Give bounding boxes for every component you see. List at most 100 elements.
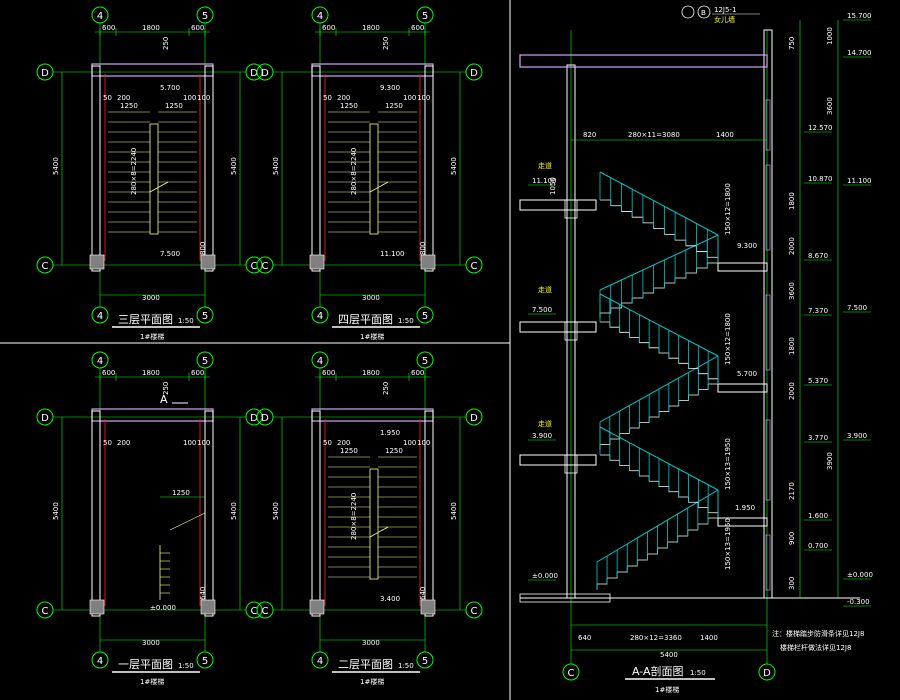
left-level-0: 11.100 [532,177,557,185]
axis-bubble-d-left: D [41,68,49,79]
flight-6-steps [600,199,719,263]
col-dim: 250 [162,37,170,50]
section-title: A-A剖面图 [632,664,684,678]
right-level-5: 8.670 [808,252,828,260]
right-level-4: 11.100 [847,177,872,185]
inner-dim-100a: 100 [403,439,416,447]
axis-bubble-5-top: 5 [202,356,208,367]
left-level-2: 3.900 [532,432,552,440]
column-left [89,599,105,615]
column-right [200,599,216,615]
ground-level: ±0.000 [150,604,176,612]
section-axis-d: D [763,668,771,679]
inner-dim-100b: 100 [417,439,430,447]
detail-ref: 12J5-1 [714,6,736,14]
side-dim-left: 5400 [272,502,280,520]
axis-bubble-4-top: 4 [97,11,103,22]
top-dim-mid: 1800 [362,369,380,377]
axis-bubble-4-bottom: 4 [97,656,103,667]
flight-dim-1: 150×12=1800 [724,313,732,365]
axis-bubble-5-bottom: 5 [202,656,208,667]
inner-dim-200: 200 [337,439,350,447]
top-dim-left: 600 [102,369,115,377]
window-3 [765,419,771,501]
side-dim-right: 5400 [230,502,238,520]
inner-dim-200: 200 [337,94,350,102]
landing-level-0: 9.300 [737,242,757,250]
inner-dim-200: 200 [117,94,130,102]
right-level-0: 15.700 [847,12,872,20]
landing-level: 9.300 [380,84,400,92]
top-dim-right: 600 [411,369,424,377]
inner-dim-50: 50 [323,439,332,447]
ground-slab [519,593,611,603]
inner-dim-200: 200 [117,439,130,447]
top-slab [311,63,434,77]
total-dim: 5400 [660,651,678,659]
axis-bubble-c-right: C [471,261,478,272]
left-wall [311,410,321,617]
right-level-14: -0.300 [847,598,870,606]
small-dim: 800 [199,242,207,255]
side-dim-right: 5400 [450,157,458,175]
top-dim-1: 280×11=3080 [628,131,680,139]
axis-bubble-c-left: C [262,606,269,617]
inner-dim-1250b: 1250 [165,102,183,110]
break-line [369,526,389,538]
note-1: 楼梯栏杆做法详见12J8 [780,643,851,652]
bottom-dim: 3000 [362,294,380,302]
right-dim-2: 3600 [826,97,834,115]
top-dim-left: 600 [102,24,115,32]
top-dim-2: 1400 [716,131,734,139]
flight-dim-3: 150×13=1950 [724,518,732,570]
plan-subtitle: 1#楼梯 [360,677,384,686]
stair-well [369,123,379,235]
side-dim-left: 5400 [272,157,280,175]
right-level-7: 7.500 [847,304,867,312]
landing-1950 [717,517,768,527]
inner-dim-1250b: 1250 [385,447,403,455]
side-dim-left: 5400 [52,157,60,175]
axis-bubble-4-bottom: 4 [317,311,323,322]
axis-bubble-c-right: C [251,606,258,617]
section-axis-c: C [568,668,575,679]
col-dim: 250 [162,382,170,395]
note-0: 注：楼梯踏步防滑条详见12J8 [772,629,864,638]
plan-title: 一层平面图 [118,658,173,671]
roof-slab [519,54,768,68]
bottom-dim: 3000 [362,639,380,647]
top-dim-mid: 1800 [142,369,160,377]
top-dim-mid: 1800 [142,24,160,32]
inner-dim-1250b: 1250 [385,102,403,110]
right-level-12: 0.700 [808,542,828,550]
landing-level: 5.700 [160,84,180,92]
landing-5700 [717,383,768,393]
section-right-wall [763,29,773,599]
stair-dim: 280×8=2240 [350,148,358,195]
bottom-dim: 3000 [142,294,160,302]
inner-dim-50: 50 [103,439,112,447]
right-dim-0: 1000 [826,27,834,45]
axis-bubble-c-left: C [262,261,269,272]
right-level-6: 7.370 [808,307,828,315]
flight-dim-0: 150×12=1800 [724,183,732,235]
slab-3900 [519,454,597,466]
top-dim-left: 600 [322,24,335,32]
top-slab [91,408,214,422]
side-dim-left: 5400 [52,502,60,520]
landing-9300 [717,262,768,272]
col-dim: 250 [382,382,390,395]
landing-level: 1.950 [380,429,400,437]
bottom-dim-1: 280×12=3360 [630,634,682,642]
column-right [420,254,436,270]
top-dim-left: 600 [322,369,335,377]
stair-dim: 280×8=2240 [130,148,138,195]
column-left [309,254,325,270]
right-wall [424,65,434,272]
col-dim: 250 [382,37,390,50]
small-dim: 640 [199,587,207,600]
right-level-9: 3.770 [808,434,828,442]
window-1 [765,164,771,251]
